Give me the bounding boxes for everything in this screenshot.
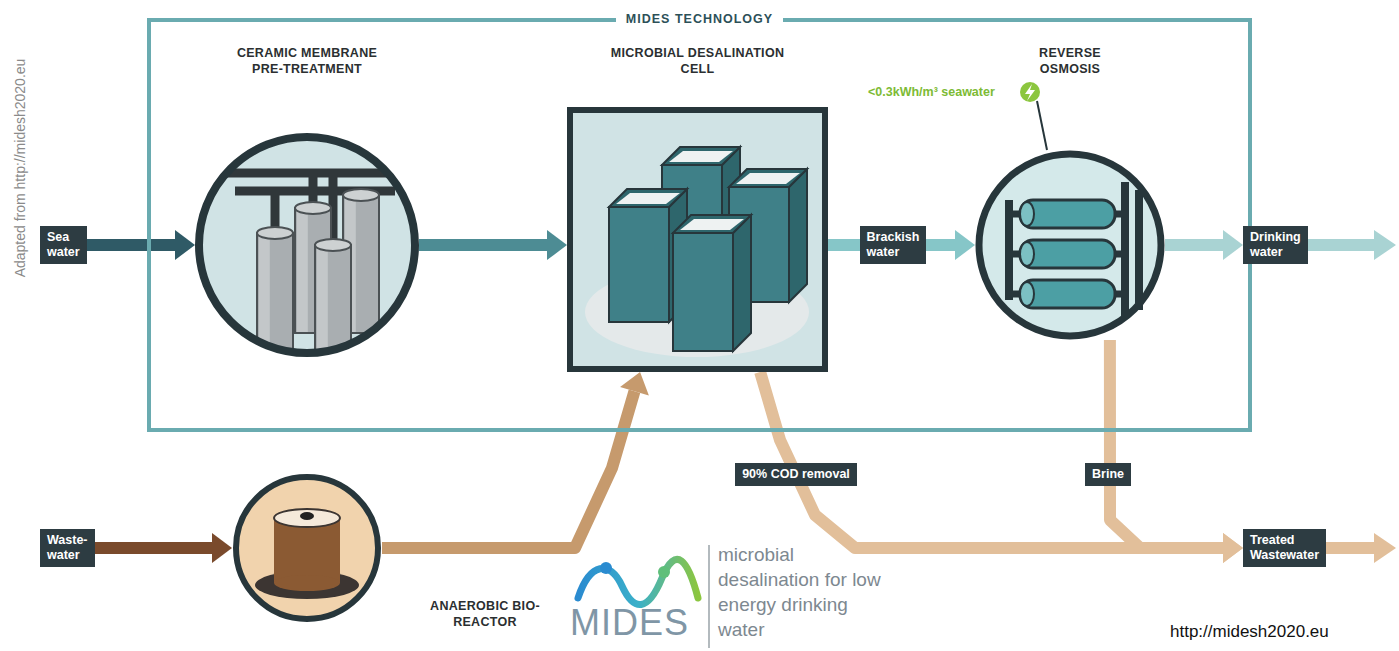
flow-arrow bbox=[87, 230, 195, 260]
boundary-title: MIDES TECHNOLOGY bbox=[616, 11, 783, 27]
flow-arrow bbox=[95, 533, 232, 563]
illustration-part bbox=[300, 512, 314, 520]
illustration-part bbox=[315, 245, 351, 357]
logo-wave bbox=[578, 559, 698, 604]
illustration-part bbox=[274, 575, 340, 591]
illustration-part bbox=[297, 208, 308, 332]
illustration-part bbox=[199, 137, 415, 353]
illustration-part bbox=[1020, 282, 1034, 306]
outflow-arrowhead bbox=[1374, 230, 1396, 260]
illustration-part bbox=[1020, 200, 1115, 228]
flow-arrow bbox=[382, 372, 649, 548]
illustration-part bbox=[255, 571, 359, 599]
illustration-part bbox=[1020, 240, 1115, 268]
illustration-part bbox=[673, 233, 733, 351]
arrow-shaft bbox=[382, 391, 634, 548]
process-circle: ANAEROBIC BIO-REACTOR bbox=[232, 473, 382, 623]
illustration-part bbox=[789, 169, 807, 302]
tag-text: Treated Wastewater bbox=[1250, 533, 1319, 563]
energy-icon bbox=[1020, 82, 1040, 102]
system-boundary: MIDES TECHNOLOGYCERAMIC MEMBRANE PRE-TRE… bbox=[147, 18, 1252, 432]
illustration bbox=[567, 107, 828, 372]
arrowhead bbox=[212, 533, 232, 563]
process-circle: CERAMIC MEMBRANE PRE-TREATMENT bbox=[195, 45, 419, 357]
leader-line bbox=[1037, 101, 1047, 150]
illustration-part bbox=[669, 151, 733, 162]
flow-arrow bbox=[1165, 230, 1243, 260]
illustration-part bbox=[315, 239, 351, 251]
logo-tagline: microbial desalination for low energy dr… bbox=[718, 542, 883, 642]
illustration-part bbox=[274, 509, 340, 527]
process-circle: REVERSE OSMOSIS bbox=[975, 45, 1165, 340]
illustration-part bbox=[736, 173, 800, 184]
arrow-shaft bbox=[95, 542, 212, 554]
outflow-arrowhead bbox=[1374, 533, 1396, 563]
illustration-part bbox=[616, 193, 680, 204]
illustration-part bbox=[570, 110, 825, 369]
output-tag: Treated Wastewater bbox=[1243, 529, 1326, 567]
arrowhead bbox=[620, 372, 649, 395]
tag-text: Drinking water bbox=[1250, 230, 1301, 260]
illustration-part bbox=[1020, 202, 1034, 226]
output-tag: Drinking water bbox=[1243, 226, 1308, 264]
lightning-symbol bbox=[1025, 84, 1035, 101]
input-tag: Waste-water bbox=[40, 529, 95, 567]
illustration-part bbox=[979, 154, 1161, 336]
illustration-part bbox=[317, 245, 328, 357]
illustration-part bbox=[257, 227, 293, 239]
illustration bbox=[975, 150, 1165, 340]
illustration-part bbox=[609, 189, 687, 207]
process-heading: REVERSE OSMOSIS bbox=[1023, 45, 1118, 78]
logo-dot bbox=[658, 566, 670, 578]
arrowhead bbox=[1223, 533, 1243, 563]
illustration-part bbox=[680, 219, 744, 230]
flow-arrow bbox=[419, 230, 567, 260]
illustration-part bbox=[343, 189, 379, 201]
source-url: http://midesh2020.eu bbox=[1170, 622, 1329, 642]
illustration bbox=[232, 473, 382, 623]
arrow-shaft bbox=[1110, 340, 1223, 548]
illustration bbox=[195, 133, 419, 357]
arrowhead bbox=[955, 230, 975, 260]
source-watermark: Adapted from http://midesh2020.eu bbox=[12, 59, 28, 278]
logo-dot bbox=[600, 562, 612, 574]
arrowhead bbox=[547, 230, 567, 260]
tag-text: Waste-water bbox=[47, 533, 88, 563]
illustration-part bbox=[1020, 280, 1115, 308]
input-tag: Sea water bbox=[40, 226, 87, 264]
logo-wordmark: MIDES bbox=[570, 604, 689, 642]
logo-separator bbox=[708, 545, 710, 648]
arrowhead bbox=[1223, 230, 1243, 260]
illustration-part bbox=[662, 147, 740, 165]
arrow-shaft bbox=[1165, 239, 1223, 251]
process-heading: MICROBIAL DESALINATION CELL bbox=[598, 45, 798, 78]
arrowhead bbox=[1223, 533, 1243, 563]
illustration-part bbox=[673, 215, 751, 233]
outflow-arrow bbox=[1300, 239, 1374, 251]
arrow-shaft bbox=[419, 239, 547, 251]
energy-note: <0.3kWh/m³ seawater bbox=[868, 84, 995, 100]
illustration-part bbox=[295, 202, 331, 214]
process-heading: CERAMIC MEMBRANE PRE-TREATMENT bbox=[232, 45, 382, 78]
illustration-part bbox=[195, 173, 419, 357]
illustration-part bbox=[257, 233, 293, 357]
arrow-shaft bbox=[760, 372, 1223, 548]
edge-label: 90% COD removal bbox=[735, 463, 857, 486]
tag-text: Sea water bbox=[47, 230, 80, 260]
edge-label: Brackish water bbox=[860, 226, 927, 264]
flow-arrow bbox=[1110, 340, 1243, 563]
illustration-part bbox=[1020, 242, 1034, 266]
process-heading: ANAEROBIC BIO-REACTOR bbox=[430, 598, 540, 631]
edge-label: Brine bbox=[1085, 463, 1131, 486]
illustration-part bbox=[729, 169, 807, 187]
illustration-part bbox=[236, 477, 378, 619]
arrow-shaft bbox=[87, 239, 175, 251]
illustration-part bbox=[609, 207, 669, 322]
arrowhead bbox=[175, 230, 195, 260]
illustration-part bbox=[1009, 182, 1139, 318]
illustration-part bbox=[733, 215, 751, 351]
process-box: MICROBIAL DESALINATION CELL bbox=[567, 45, 828, 372]
